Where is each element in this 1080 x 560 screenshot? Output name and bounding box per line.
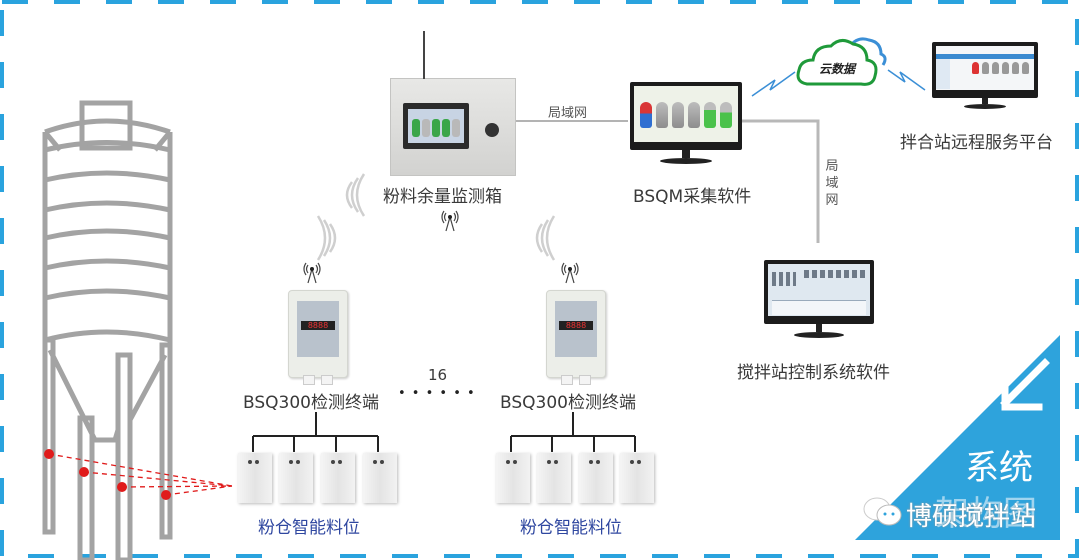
corner-badge — [855, 335, 1060, 540]
remote-platform-label: 拌合站远程服务平台 — [900, 133, 1053, 153]
remote-platform-monitor — [932, 42, 1038, 110]
sensor-beams — [44, 449, 233, 500]
level-sensor — [620, 453, 654, 503]
lan-link-bsqm-to-control — [742, 119, 820, 243]
monitor-box-label: 粉料余量监测箱 — [383, 187, 502, 207]
level-sensor — [321, 453, 355, 503]
watermark-text: 博硕搅拌站 — [906, 502, 1037, 532]
level-sensor — [238, 453, 272, 503]
cloud-icon — [796, 37, 887, 86]
sensor-point-4 — [161, 490, 171, 500]
badge-title-line1: 系统 — [965, 448, 1033, 488]
wireless-link-to-platform — [887, 69, 926, 91]
terminal-left-label: BSQ300检测终端 — [243, 393, 379, 413]
cloud-label: 云数据 — [819, 62, 856, 76]
terminal-ellipsis: • • • • • • — [398, 386, 476, 401]
level-sensor — [579, 453, 613, 503]
sensor-point-1 — [44, 449, 54, 459]
sensor-tree-right — [510, 412, 636, 452]
level-sensor — [537, 453, 571, 503]
antenna-icon — [561, 262, 579, 284]
badge-title-line2: 架构图 — [935, 494, 1037, 534]
silo-illustration — [42, 100, 173, 560]
level-sensor — [363, 453, 397, 503]
touch-screen — [403, 103, 469, 149]
antenna — [423, 31, 425, 79]
terminal-right-label: BSQ300检测终端 — [500, 393, 636, 413]
control-software-label: 搅拌站控制系统软件 — [737, 363, 890, 383]
arrow-down-left-icon — [1000, 358, 1050, 411]
antenna-icon — [441, 210, 459, 232]
sensor-tree-left — [252, 412, 379, 452]
antenna-icon — [303, 262, 321, 284]
sensors-left-label: 粉仓智能料位 — [258, 518, 360, 538]
lan-label-horizontal: 局域网 — [548, 106, 588, 121]
monitor-box-device — [390, 31, 516, 176]
signal-waves — [316, 173, 556, 261]
level-sensor — [496, 453, 530, 503]
bsqm-software-monitor — [630, 82, 742, 172]
wechat-icon — [863, 497, 902, 526]
sensor-point-3 — [117, 482, 127, 492]
terminal-device-right: 8888 — [546, 290, 606, 385]
terminal-device-left: 8888 — [288, 290, 348, 385]
level-sensor — [279, 453, 313, 503]
terminal-count: 16 — [428, 366, 448, 384]
cable-connector — [485, 123, 499, 137]
sensors-right-label: 粉仓智能料位 — [520, 518, 622, 538]
wireless-link-to-cloud — [751, 71, 796, 97]
control-software-monitor — [764, 260, 874, 340]
bsqm-software-label: BSQM采集软件 — [633, 187, 752, 207]
lan-label-vertical: 局域网 — [825, 159, 839, 208]
sensor-point-2 — [79, 467, 89, 477]
